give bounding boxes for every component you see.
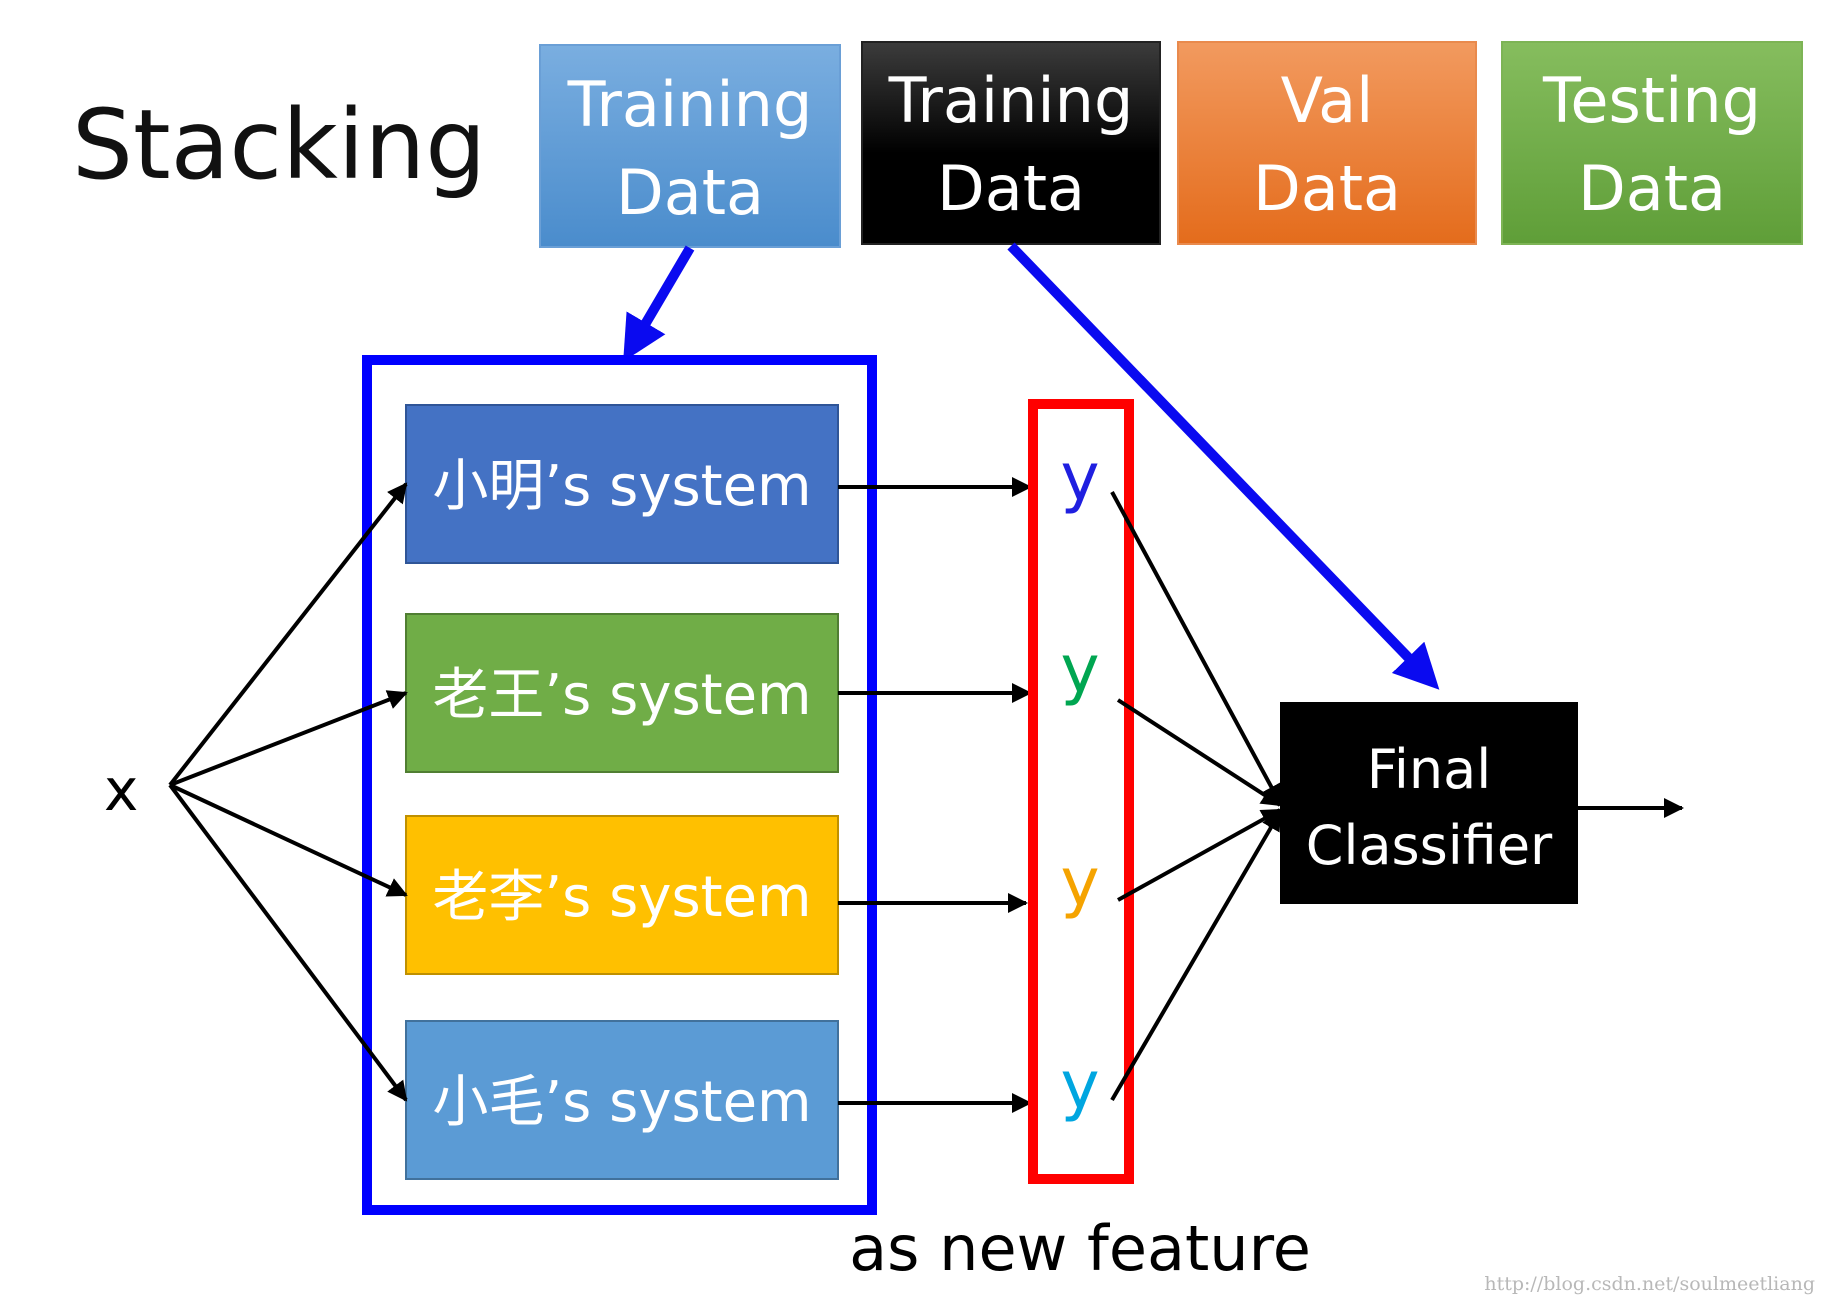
output-y-2: y (1060, 631, 1099, 708)
models-group-border (362, 355, 877, 1215)
arrow-training-to-classifier (1007, 242, 1440, 690)
arrow-y-1-to-classifier (1110, 491, 1282, 805)
system-label-xiaomao: 小毛’s system (432, 1070, 811, 1135)
output-y-1: y (1060, 439, 1099, 516)
data-box-training-2-line1: Training (888, 64, 1134, 137)
arrow-y-2-to-classifier (1116, 698, 1282, 807)
arrow-y-4-to-classifier (1110, 810, 1282, 1102)
data-box-testing: Testing Data (1501, 41, 1803, 245)
arrow-x-to-system-4 (168, 783, 408, 1102)
system-box-laowang: 老王’s system (405, 613, 839, 773)
arrow-training-to-models (623, 245, 695, 362)
data-box-testing-line1: Testing (1542, 64, 1761, 137)
feature-caption: as new feature (849, 1212, 1311, 1285)
page-title: Stacking (72, 89, 486, 201)
data-box-training-2-line2: Data (937, 152, 1085, 225)
data-box-training-1-line1: Training (567, 68, 813, 141)
system-box-xiaomao: 小毛’s system (405, 1020, 839, 1180)
watermark-url: http://blog.csdn.net/soulmeetliang (1484, 1273, 1815, 1295)
data-box-training-1-line2: Data (616, 156, 764, 229)
data-box-val-line1: Val (1281, 64, 1374, 137)
output-y-4: y (1060, 1047, 1099, 1124)
data-box-val-line2: Data (1253, 152, 1401, 225)
final-classifier-line2: Classifier (1306, 814, 1553, 877)
data-box-val: Val Data (1177, 41, 1477, 245)
arrow-y-3-to-classifier (1117, 808, 1282, 902)
final-classifier-line1: Final (1367, 738, 1491, 801)
data-box-training-2: Training Data (861, 41, 1161, 245)
arrow-x-to-system-3 (169, 783, 408, 897)
arrow-x-to-system-1 (168, 482, 408, 787)
system-label-xiaoming: 小明’s system (432, 454, 811, 519)
output-y-3: y (1060, 844, 1099, 921)
input-label-x: x (104, 756, 138, 824)
system-label-laowang: 老王’s system (432, 663, 811, 728)
system-box-xiaoming: 小明’s system (405, 404, 839, 564)
system-label-laoli: 老李’s system (432, 865, 811, 930)
data-box-testing-line2: Data (1578, 152, 1726, 225)
data-box-training-1: Training Data (539, 44, 841, 248)
arrow-x-to-system-2 (169, 690, 408, 787)
final-classifier-box: Final Classifier (1280, 702, 1578, 904)
system-box-laoli: 老李’s system (405, 815, 839, 975)
feature-group-border (1028, 399, 1134, 1184)
